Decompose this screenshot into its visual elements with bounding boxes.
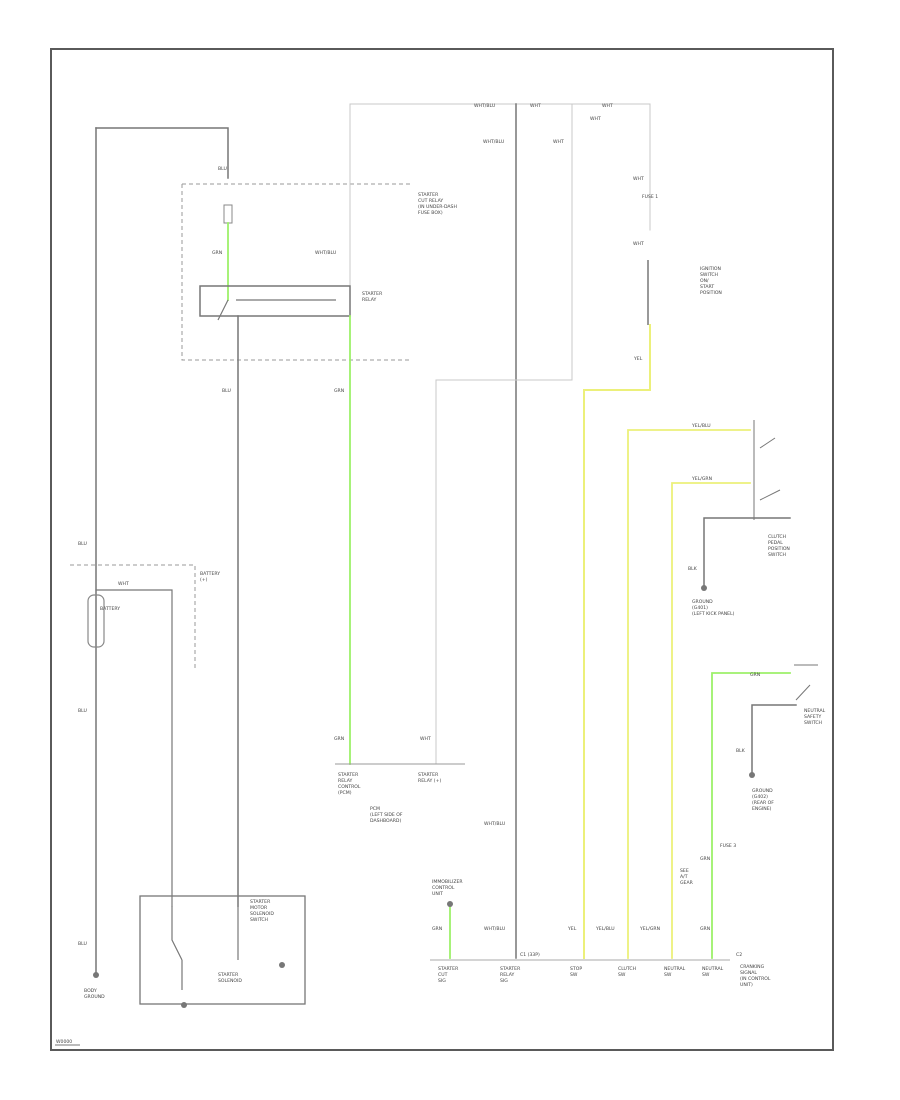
ground-g401-dot — [701, 585, 707, 591]
label-pin-4: CLUTCH SW — [618, 966, 638, 978]
label-battery: BATTERY — [100, 606, 120, 612]
label-left-blu1: BLU — [78, 541, 87, 547]
label-footer-tag: W0000 — [56, 1039, 72, 1045]
clutch-switch — [753, 420, 781, 520]
label-pcm2: STARTER RELAY (+) — [418, 772, 441, 784]
label-relay-out-right: GRN — [334, 388, 344, 394]
label-top-wht3: WHT — [590, 116, 601, 122]
diagram-frame — [50, 48, 834, 1051]
label-neutral-sw: NEUTRAL SAFETY SWITCH — [804, 708, 827, 726]
label-pcm-grn: GRN — [334, 736, 344, 742]
label-ground3: GROUND (G402) (REAR OF ENGINE) — [752, 788, 775, 812]
label-bottom-wht-blu2: WHT/BLU — [484, 926, 505, 932]
label-body-ground: BODY GROUND — [84, 988, 105, 1000]
fuse-top — [223, 204, 233, 224]
label-pin-2: STARTER RELAY SIG — [500, 966, 522, 984]
wire-clutch-yel-grn — [671, 482, 751, 959]
wire-ign-return — [435, 103, 573, 765]
wire-clutch-yel-blu — [627, 429, 751, 959]
label-top-wht2: WHT — [602, 103, 613, 109]
starter-relay-contact — [217, 299, 229, 321]
label-bottom-grn2: GRN — [700, 926, 710, 932]
immobilizer-dot — [447, 901, 453, 907]
label-starter-box-top: STARTER MOTOR SOLENOID SWITCH — [250, 899, 275, 923]
label-fuse-wire-grn: GRN — [212, 250, 222, 256]
label-mid-wht-blu: WHT/BLU — [483, 139, 504, 145]
label-clutch-yel-blu: YEL/BLU — [691, 423, 711, 429]
label-top-wht-blu: WHT/BLU — [474, 103, 495, 109]
starter-solenoid-switch — [171, 906, 183, 990]
label-ign-wht: WHT — [633, 176, 644, 182]
wire-clutch-blk — [703, 517, 791, 586]
label-bottom-yel-grn: YEL/GRN — [639, 926, 660, 932]
wire-top-bus — [349, 103, 651, 231]
label-ground2: GROUND (G401) (LEFT KICK PANEL) — [692, 599, 735, 617]
label-pcm-common: PCM (LEFT SIDE OF DASHBOARD) — [370, 806, 404, 824]
starter-box — [139, 895, 306, 1005]
label-bottom-grn: GRN — [432, 926, 442, 932]
ground-g402-dot — [749, 772, 755, 778]
wire-ign-yellow — [583, 324, 651, 959]
label-relay-out-left: BLU — [222, 388, 231, 394]
label-red: SEE A/T GEAR — [680, 868, 694, 886]
label-bottom-yel-blu: YEL/BLU — [595, 926, 615, 932]
wire-battery-tap — [95, 589, 173, 907]
label-bottom-conn: C1 (33P) — [520, 952, 540, 958]
label-clutch-blk: BLK — [688, 566, 698, 572]
label-relay-in: WHT/BLU — [315, 250, 336, 256]
label-bottom-yel: YEL — [567, 926, 577, 932]
starter-motor-dot — [279, 962, 285, 968]
label-mid-wht: WHT — [553, 139, 564, 145]
wire-top-left-loop — [95, 127, 229, 179]
label-ign-wht2: WHT — [633, 241, 644, 247]
label-bottom-right: CRANKING SIGNAL (IN CONTROL UNIT) — [740, 964, 772, 988]
label-clutch-yel-grn: YEL/GRN — [691, 476, 712, 482]
relay-box-border — [181, 183, 410, 361]
label-relay-box: STARTER CUT RELAY (IN UNDER-DASH FUSE BO… — [418, 192, 458, 216]
label-immobilizer: IMMOBILIZER CONTROL UNIT — [432, 879, 464, 897]
label-bottom-c2: C2 — [736, 952, 742, 958]
label-pin-5: NEUTRAL SW — [664, 966, 687, 978]
label-top-wht1: WHT — [530, 103, 541, 109]
label-left-blu3: BLU — [78, 941, 87, 947]
label-neutral-grn: GRN — [750, 672, 760, 678]
label-ign-yel: YEL — [633, 356, 643, 362]
label-battery-pos: BATTERY (+) — [200, 571, 222, 583]
label-bottom-wht-blu: WHT/BLU — [484, 821, 505, 827]
label-red-grn: GRN — [700, 856, 710, 862]
label-pin-6: NEUTRAL SW — [702, 966, 725, 978]
label-left-blu2: BLU — [78, 708, 87, 714]
label-relay-name: STARTER RELAY — [362, 291, 384, 303]
label-pin-1: STARTER CUT SIG — [438, 966, 460, 984]
starter-ground-dot — [181, 1002, 187, 1008]
label-pcm: STARTER RELAY CONTROL (PCM) — [338, 772, 362, 796]
label-red-fuse: FUSE 3 — [720, 843, 736, 849]
label-pin-3: STOP SW — [570, 966, 584, 978]
label-ign-fuse: FUSE 1 — [642, 194, 658, 200]
neutral-switch — [794, 664, 818, 701]
label-ign-sw: IGNITION SWITCH ON/ START POSITION — [700, 266, 722, 296]
battery-dashed-line — [70, 564, 196, 670]
label-pcm2-wht: WHT — [420, 736, 431, 742]
starter-relay-body — [199, 285, 351, 317]
label-starter: STARTER SOLENOID — [218, 972, 242, 984]
label-fuse-top: BLU — [218, 166, 227, 172]
label-neutral-blk: BLK — [736, 748, 746, 754]
wire-neutral-blk — [751, 704, 797, 773]
label-battery-wire: WHT — [118, 581, 129, 587]
label-clutch-sw: CLUTCH PEDAL POSITION SWITCH — [768, 534, 791, 558]
battery-fuse — [87, 594, 105, 648]
wire-neutral-green — [711, 672, 791, 959]
body-ground-dot — [93, 972, 99, 978]
